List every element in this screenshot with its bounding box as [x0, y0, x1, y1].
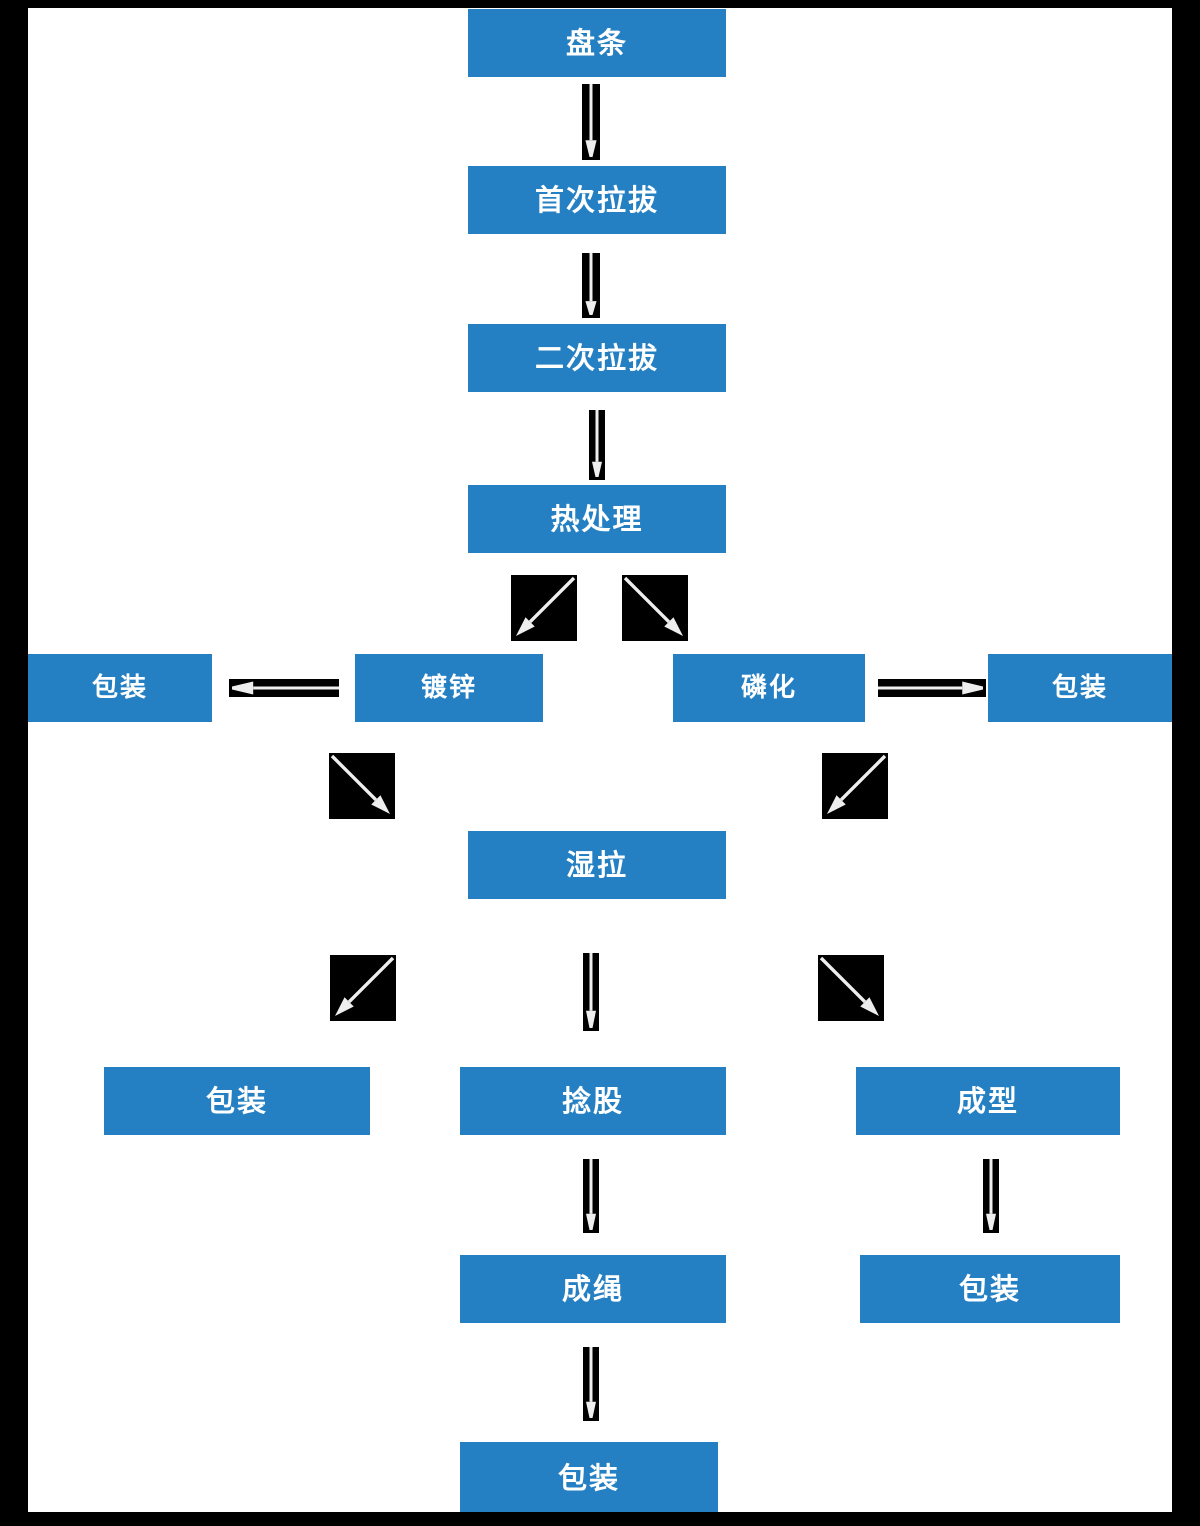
- process-node-n11[interactable]: 捻股: [460, 1067, 726, 1135]
- process-node-n2[interactable]: 首次拉拔: [468, 166, 726, 234]
- process-node-label: 首次拉拔: [534, 182, 659, 217]
- process-node-n8[interactable]: 包装: [988, 654, 1172, 722]
- arrow-n7-to-n9-icon: [822, 753, 888, 819]
- process-node-label: 盘条: [565, 25, 628, 60]
- process-node-n13[interactable]: 成绳: [460, 1255, 726, 1323]
- process-node-label: 包装: [91, 673, 148, 703]
- process-node-n7[interactable]: 磷化: [673, 654, 865, 722]
- process-node-n9[interactable]: 湿拉: [468, 831, 726, 899]
- process-node-label: 包装: [958, 1271, 1021, 1306]
- arrow-n2-to-n3-icon: [582, 253, 600, 318]
- process-node-n15[interactable]: 包装: [460, 1442, 718, 1512]
- process-node-n1[interactable]: 盘条: [468, 9, 726, 77]
- arrow-n7-to-n8-icon: [878, 679, 986, 697]
- arrow-n6-to-n9-icon: [329, 753, 395, 819]
- process-node-n5[interactable]: 包装: [28, 654, 212, 722]
- process-node-n14[interactable]: 包装: [860, 1255, 1120, 1323]
- arrow-n12-to-n14-icon: [983, 1159, 999, 1233]
- arrow-n11-to-n13-icon: [583, 1159, 599, 1233]
- arrow-n9-to-n11-icon: [583, 953, 599, 1031]
- process-node-label: 成绳: [561, 1271, 624, 1306]
- process-node-n10[interactable]: 包装: [104, 1067, 370, 1135]
- process-node-label: 包装: [205, 1083, 268, 1118]
- arrow-n13-to-n15-icon: [583, 1347, 599, 1421]
- arrow-n3-to-n4-icon: [589, 410, 605, 480]
- arrow-n9-to-n12-icon: [818, 955, 884, 1021]
- process-node-label: 二次拉拔: [534, 340, 659, 375]
- process-node-label: 热处理: [550, 501, 644, 536]
- process-node-n4[interactable]: 热处理: [468, 485, 726, 553]
- process-node-n3[interactable]: 二次拉拔: [468, 324, 726, 392]
- process-node-label: 捻股: [561, 1083, 624, 1118]
- process-node-label: 包装: [1051, 673, 1108, 703]
- process-node-n6[interactable]: 镀锌: [355, 654, 543, 722]
- arrow-n6-to-n5-icon: [229, 679, 339, 697]
- arrow-n1-to-n2-icon: [582, 84, 600, 160]
- process-node-n12[interactable]: 成型: [856, 1067, 1120, 1135]
- arrow-n4-to-n7-icon: [622, 575, 688, 641]
- process-node-label: 湿拉: [565, 847, 628, 882]
- process-node-label: 成型: [956, 1083, 1019, 1118]
- process-node-label: 包装: [557, 1460, 620, 1495]
- diagram-sheet: 盘条首次拉拔二次拉拔热处理包装镀锌磷化包装湿拉包装捻股成型成绳包装包装: [28, 8, 1172, 1512]
- arrow-n9-to-n10-icon: [330, 955, 396, 1021]
- process-node-label: 磷化: [740, 673, 797, 703]
- process-node-label: 镀锌: [420, 673, 477, 703]
- arrow-n4-to-n6-icon: [511, 575, 577, 641]
